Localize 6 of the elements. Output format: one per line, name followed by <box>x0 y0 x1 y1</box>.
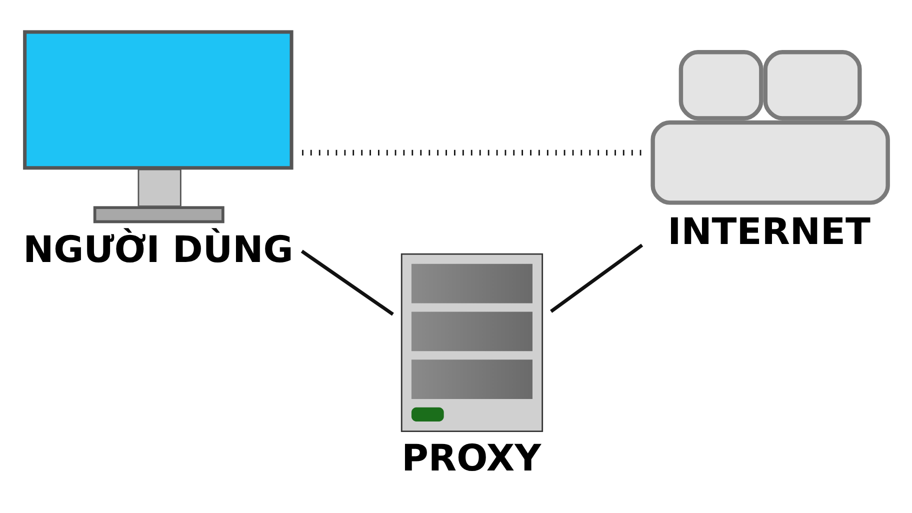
connector <box>300 250 394 316</box>
node-label: PROXY <box>401 436 541 480</box>
node-label: INTERNET <box>667 210 870 253</box>
connector <box>302 150 642 156</box>
connector <box>550 244 643 313</box>
node-label: NGƯỜI DÙNG <box>22 228 293 272</box>
